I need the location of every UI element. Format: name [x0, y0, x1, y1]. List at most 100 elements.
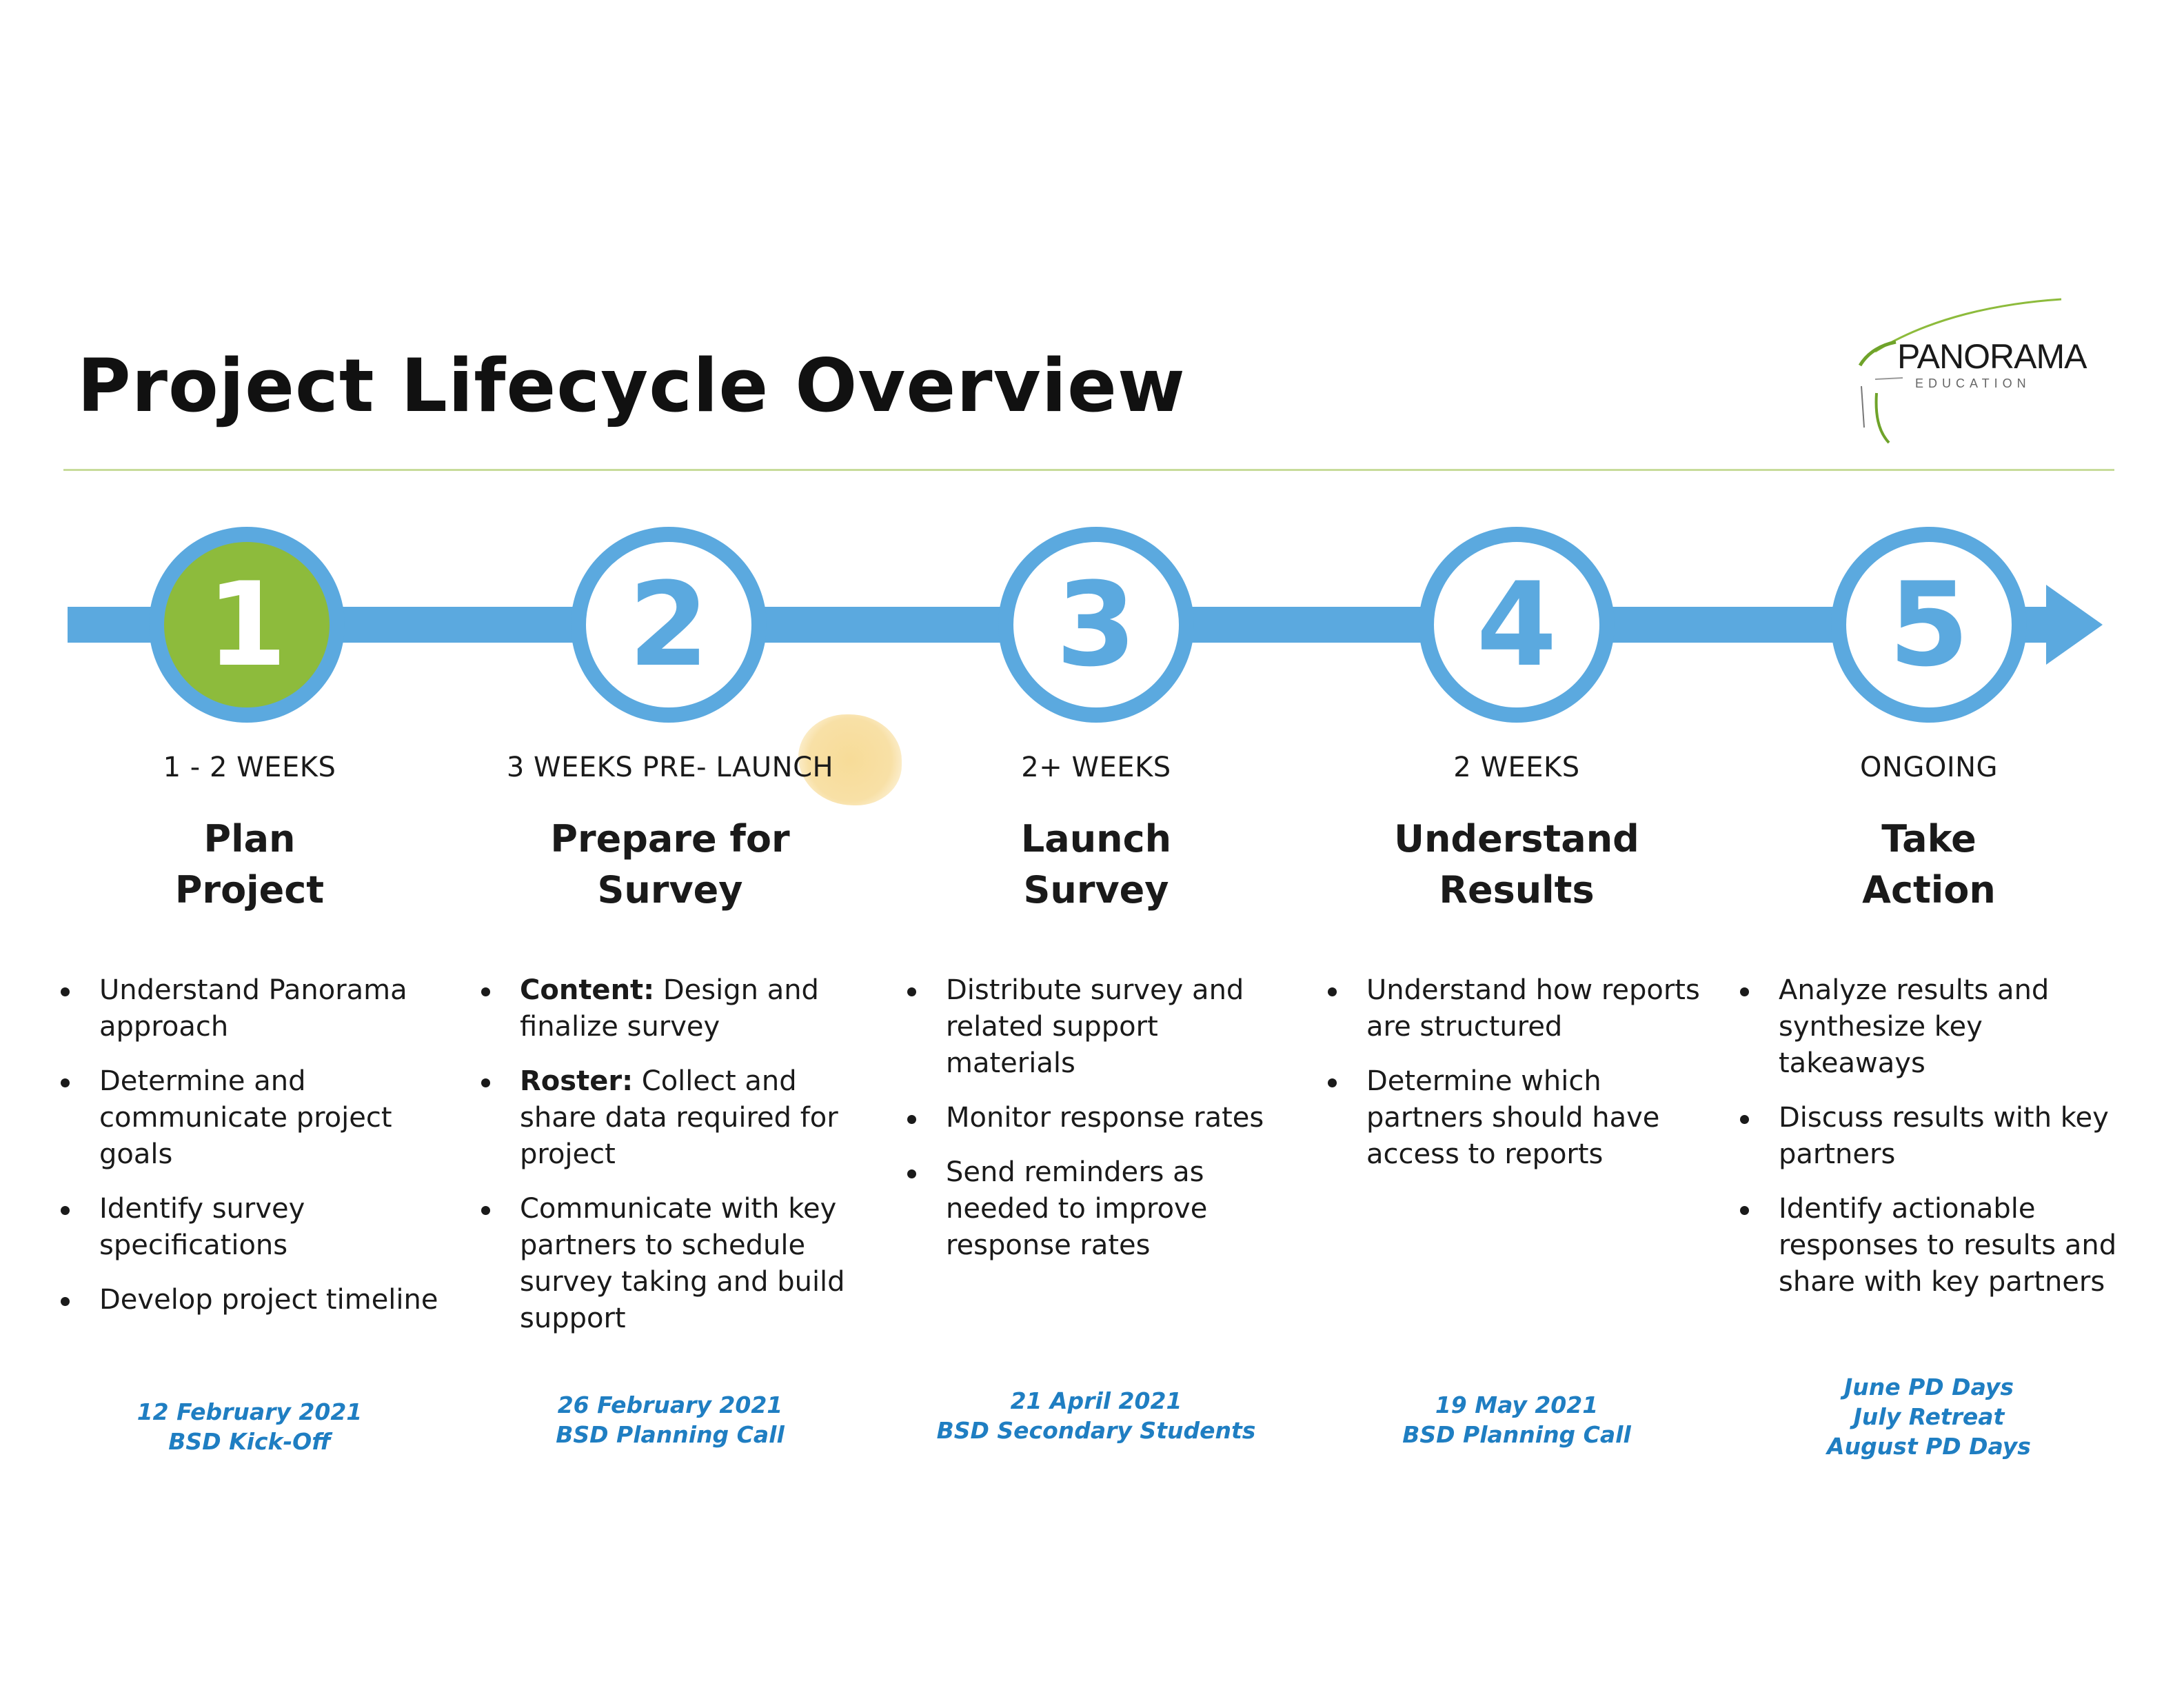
phase-column-5: ONGOING Take Action Analyze results and …	[1736, 752, 2122, 1460]
list-item: Analyze results and synthesize key takea…	[1736, 972, 2122, 1082]
timeline: 1 2 3 4 5	[68, 527, 2103, 723]
list-item: Identify actionable responses to results…	[1736, 1191, 2122, 1300]
phase-duration: 2+ WEEKS	[1021, 752, 1171, 783]
phase-date: 19 May 2021 BSD Planning Call	[1324, 1390, 1710, 1449]
bullet-icon	[907, 1169, 916, 1178]
list-item: Identify survey specifications	[57, 1191, 443, 1264]
step-marker-2: 2	[571, 527, 767, 723]
logo-wordmark: PANORAMA	[1897, 337, 2087, 376]
step-marker-4: 4	[1419, 527, 1615, 723]
bullet-icon	[1740, 987, 1749, 996]
list-item: Develop project timeline	[57, 1282, 443, 1318]
date-line: 12 February 2021	[136, 1398, 363, 1425]
date-line: 19 May 2021	[1435, 1391, 1599, 1418]
list-item: Distribute survey and related support ma…	[903, 972, 1289, 1082]
phase-column-3: 2+ WEEKS Launch Survey Distribute survey…	[903, 752, 1289, 1444]
step-circle	[1013, 542, 1179, 707]
date-line: June PD Days	[1843, 1374, 2014, 1400]
step-number: 2	[629, 557, 709, 692]
phase-bullet-list: Distribute survey and related support ma…	[903, 972, 1289, 1282]
bullet-icon	[1740, 1206, 1749, 1215]
phase-duration: ONGOING	[1859, 752, 1999, 783]
phase-bullet-list: Analyze results and synthesize key takea…	[1736, 972, 2122, 1318]
list-item: Discuss results with key partners	[1736, 1100, 2122, 1173]
step-number: 4	[1477, 557, 1557, 692]
bullet-icon	[1328, 987, 1337, 996]
phase-bullet-list: Understand how reports are structured De…	[1324, 972, 1710, 1191]
list-item: Communicate with key partners to schedul…	[477, 1191, 863, 1337]
phase-title: Launch Survey	[903, 814, 1289, 916]
phase-bullet-list: Content: Design and finalize survey Rost…	[477, 972, 863, 1355]
date-line: July Retreat	[1853, 1403, 2005, 1430]
step-marker-1: 1	[149, 527, 345, 723]
step-marker-5: 5	[1831, 527, 2027, 723]
phase-date: 21 April 2021 BSD Secondary Students	[903, 1386, 1289, 1445]
bullet-icon	[1740, 1115, 1749, 1124]
step-circle	[586, 542, 751, 707]
date-line: BSD Planning Call	[556, 1421, 785, 1448]
paper-stain	[798, 714, 902, 805]
phase-title-line: Results	[1439, 868, 1595, 912]
logo-subtitle: EDUCATION	[1915, 376, 2031, 390]
bullet-icon	[61, 1078, 70, 1087]
step-number: 5	[1889, 557, 1970, 692]
list-item: Understand Panorama approach	[57, 972, 443, 1045]
page-title: Project Lifecycle Overview	[77, 343, 1186, 428]
date-line: BSD Kick-Off	[168, 1428, 331, 1455]
step-marker-3: 3	[998, 527, 1194, 723]
list-item: Determine which partners should have acc…	[1324, 1063, 1710, 1173]
date-line: 26 February 2021	[557, 1391, 783, 1418]
date-line: August PD Days	[1827, 1433, 2031, 1460]
step-circle	[1434, 542, 1599, 707]
phase-title-line: Plan	[203, 817, 296, 861]
step-number: 3	[1056, 557, 1137, 692]
phase-title-line: Understand	[1394, 817, 1639, 861]
phase-column-2: 3 WEEKS PRE- LAUNCH Prepare for Survey C…	[477, 752, 863, 1448]
list-item: Send reminders as needed to improve resp…	[903, 1154, 1289, 1264]
date-line: 21 April 2021	[1010, 1387, 1182, 1414]
phase-column-4: 2 WEEKS Understand Results Understand ho…	[1324, 752, 1710, 1448]
logo-swoosh-icon	[1858, 298, 2062, 444]
bullet-icon	[907, 987, 916, 996]
bullet-icon	[61, 987, 70, 996]
phase-title-line: Action	[1862, 868, 1996, 912]
step-circle	[164, 542, 330, 707]
date-line: BSD Planning Call	[1402, 1421, 1631, 1448]
step-circle	[1846, 542, 2012, 707]
panorama-logo: PANORAMA EDUCATION	[1834, 290, 2110, 448]
phase-duration: 2 WEEKS	[1453, 752, 1580, 783]
phase-duration: 3 WEEKS PRE- LAUNCH	[506, 752, 834, 783]
bullet-icon	[1328, 1078, 1337, 1087]
phase-duration: 1 - 2 WEEKS	[163, 752, 336, 783]
list-item: Determine and communicate project goals	[57, 1063, 443, 1173]
list-item: Monitor response rates	[903, 1100, 1289, 1136]
phase-title-line: Survey	[597, 868, 743, 912]
list-item: Roster: Collect and share data required …	[477, 1063, 863, 1173]
phase-bullet-list: Understand Panorama approach Determine a…	[57, 972, 443, 1336]
date-line: BSD Secondary Students	[936, 1417, 1256, 1444]
phase-title-line: Project	[174, 868, 325, 912]
bullet-icon	[481, 1206, 490, 1215]
timeline-arrow-icon	[2046, 585, 2103, 665]
phase-title-line: Launch	[1020, 817, 1172, 861]
bullet-icon	[481, 987, 490, 996]
phase-date: June PD Days July Retreat August PD Days	[1736, 1372, 2122, 1461]
bullet-icon	[481, 1078, 490, 1087]
phase-date: 26 February 2021 BSD Planning Call	[477, 1390, 863, 1449]
bullet-icon	[907, 1115, 916, 1124]
bullet-icon	[61, 1206, 70, 1215]
phase-title: Plan Project	[57, 814, 443, 916]
phase-title: Prepare for Survey	[477, 814, 863, 916]
phase-date: 12 February 2021 BSD Kick-Off	[57, 1397, 443, 1456]
phase-column-1: 1 - 2 WEEKS Plan Project Understand Pano…	[57, 752, 443, 1455]
list-item: Understand how reports are structured	[1324, 972, 1710, 1045]
bullet-icon	[61, 1297, 70, 1306]
phase-title: Take Action	[1736, 814, 2122, 916]
step-number: 1	[207, 557, 287, 692]
phase-title: Understand Results	[1324, 814, 1710, 916]
title-divider	[63, 469, 2114, 471]
phase-title-line: Prepare for	[550, 817, 790, 861]
phase-title-line: Take	[1881, 817, 1976, 861]
phase-title-line: Survey	[1023, 868, 1169, 912]
list-item: Content: Design and finalize survey	[477, 972, 863, 1045]
